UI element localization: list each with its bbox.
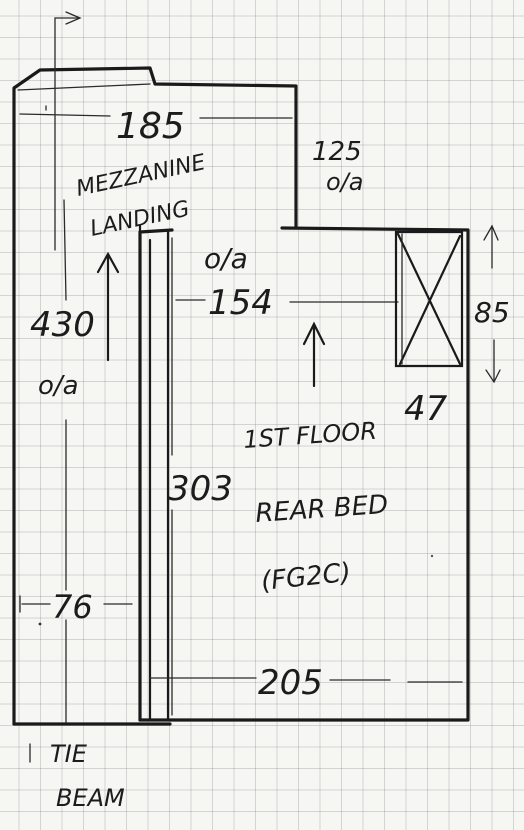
- tie-beam-line2: BEAM: [56, 784, 125, 812]
- bedroom-top-note: o/a: [204, 242, 248, 275]
- cupboard-depth-dimension: [483, 224, 501, 384]
- landing-length-dimension: [63, 199, 67, 723]
- bedroom-width-top-dimension: [175, 299, 399, 303]
- landing-length-note: o/a: [38, 371, 79, 401]
- cupboard-box: [394, 230, 464, 368]
- bedroom-width-bottom-label: 205: [258, 663, 323, 703]
- bedroom-width-bottom-dimension: [149, 677, 463, 683]
- bedroom-up-arrow-icon: [302, 321, 326, 388]
- pencil-dot: [38, 622, 42, 626]
- cupboard-width-label: 47: [404, 389, 448, 429]
- bedroom-outline: [138, 224, 470, 722]
- tie-beam-line1: TIE: [50, 740, 88, 768]
- bedroom-length-label: 303: [168, 469, 233, 509]
- stair-width-label: 76: [52, 588, 93, 626]
- landing-up-arrow-icon: [96, 251, 120, 362]
- bedroom-width-top-label: 154: [208, 283, 273, 323]
- bedroom-name-line1: 1ST FLOOR: [242, 417, 377, 454]
- bedroom-ref-label: (FG2C): [260, 558, 353, 597]
- landing-width-label: 185: [116, 106, 185, 147]
- cupboard-depth-label: 85: [474, 296, 510, 329]
- step-height-label: 125: [312, 137, 362, 167]
- landing-width-dimension: [19, 113, 293, 119]
- stair-width-dimension: [19, 595, 133, 613]
- bedroom-name-line2: REAR BED: [254, 490, 389, 529]
- landing-length-label: 430: [30, 305, 95, 345]
- pencil-dot: [430, 554, 434, 558]
- landing-name-line1: MEZZANINE: [74, 150, 208, 202]
- step-height-note: o/a: [326, 168, 363, 196]
- landing-outline: [12, 66, 298, 726]
- entry-arrow-icon: [54, 11, 82, 251]
